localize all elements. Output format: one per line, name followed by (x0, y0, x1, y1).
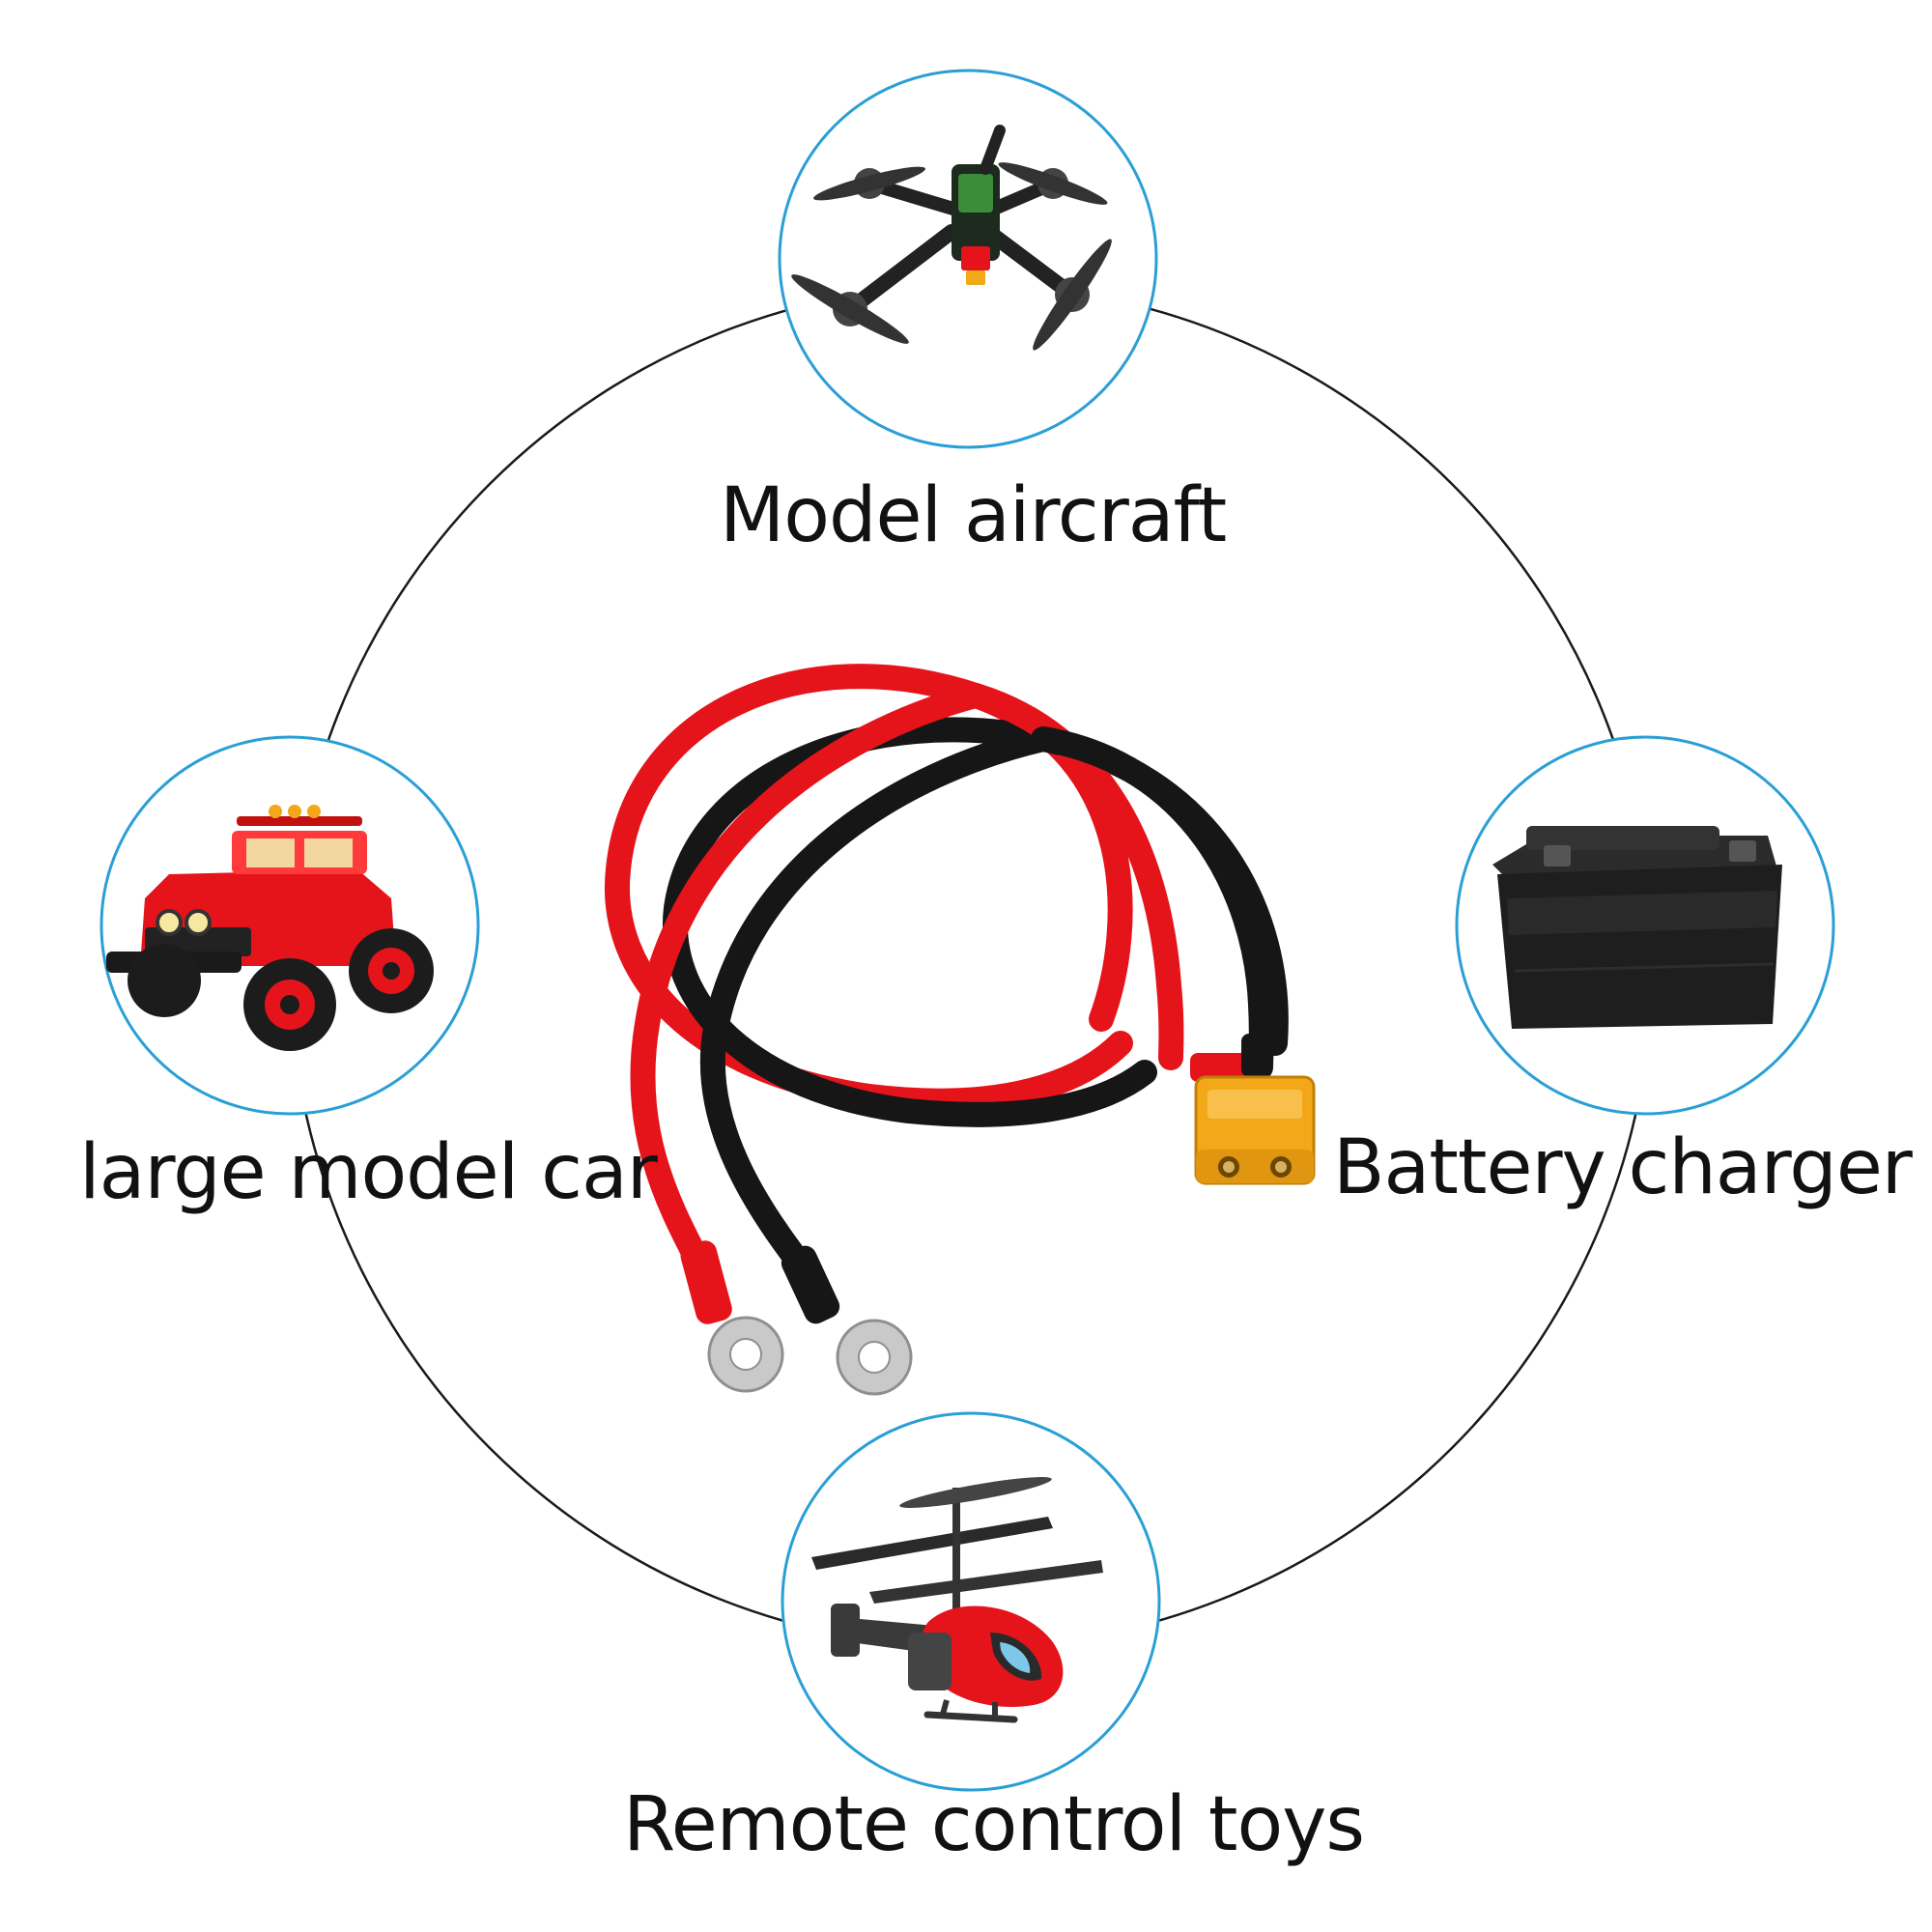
xt60-connector-icon (1190, 1034, 1316, 1185)
battery-badge (1455, 735, 1835, 1116)
toy-truck-icon (106, 805, 434, 1051)
drone-icon (791, 125, 1112, 351)
aircraft-badge (778, 69, 1158, 449)
black-wire-lead (699, 726, 1056, 1297)
helicopter-icon (811, 1477, 1103, 1723)
toys-badge (781, 1411, 1161, 1792)
label-remote-control-toys: Remote control toys (623, 1781, 1365, 1868)
car-badge (99, 735, 480, 1116)
label-battery-charger: Battery charger (1333, 1124, 1913, 1211)
label-large-model-car: large model car (79, 1129, 658, 1216)
ring-terminal-icon (680, 1240, 913, 1396)
power-cable (604, 664, 1316, 1396)
battery-icon (1492, 826, 1782, 1029)
label-model-aircraft: Model aircraft (720, 472, 1227, 559)
red-wire-lead (630, 683, 988, 1288)
